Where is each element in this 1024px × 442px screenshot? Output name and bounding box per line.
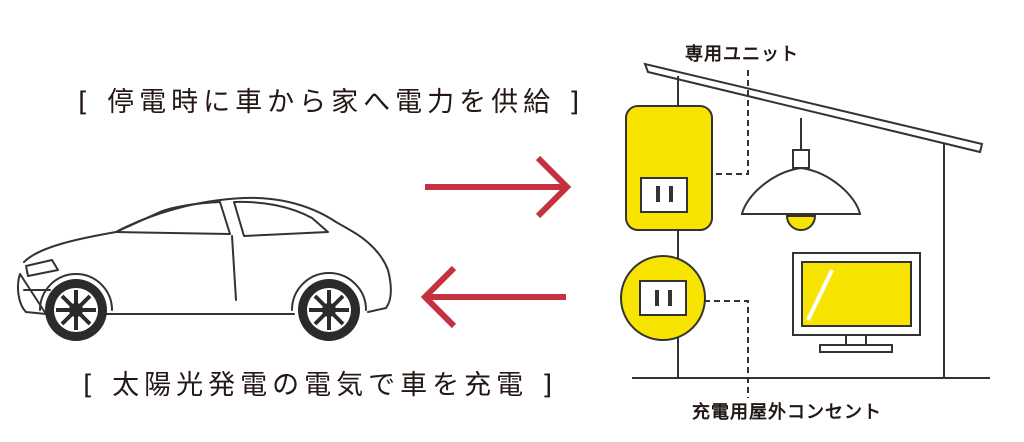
callout-lines bbox=[704, 70, 749, 398]
car-rear-wheel-icon bbox=[298, 279, 360, 341]
caption-car-to-house: [ 停電時に車から家へ電力を供給 ] bbox=[78, 87, 585, 118]
arrow-left-icon bbox=[420, 265, 566, 329]
callout-power-unit: 専用ユニット bbox=[685, 44, 799, 65]
callout-outdoor-outlet: 充電用屋外コンセント bbox=[692, 402, 882, 423]
car-front-wheel-icon bbox=[45, 279, 107, 341]
pendant-lamp-icon bbox=[740, 118, 862, 231]
caption-solar-to-car: [ 太陽光発電の電気で車を充電 ] bbox=[83, 370, 558, 401]
house-icon bbox=[632, 62, 990, 379]
television-icon bbox=[792, 252, 921, 353]
power-unit-icon bbox=[625, 105, 713, 231]
outdoor-outlet-icon bbox=[620, 255, 706, 341]
arrow-right-icon bbox=[425, 155, 572, 219]
car-icon bbox=[17, 196, 392, 315]
